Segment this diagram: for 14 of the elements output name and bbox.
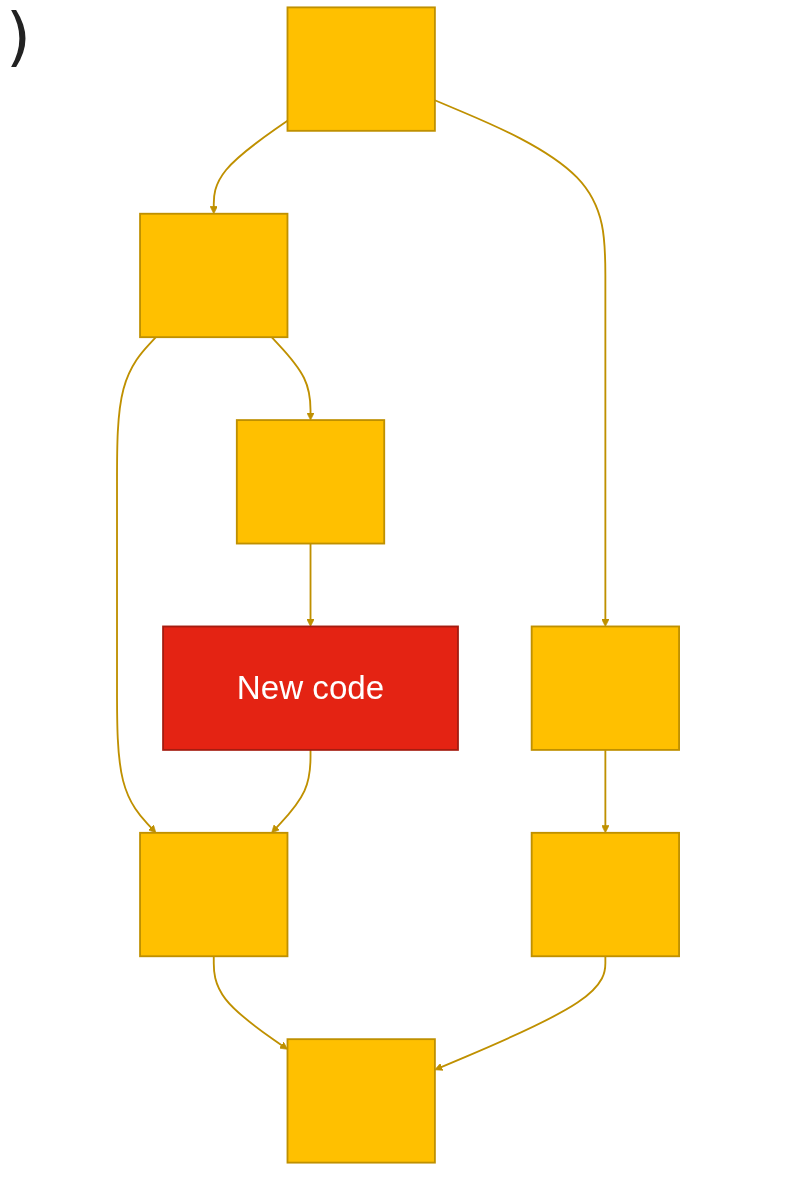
arrow bbox=[601, 749, 610, 834]
node-box bbox=[139, 212, 289, 339]
node-box bbox=[287, 1038, 437, 1164]
arrow bbox=[271, 749, 312, 834]
text-fragment: ) bbox=[6, 0, 31, 74]
node-box bbox=[531, 831, 681, 958]
node-box bbox=[287, 6, 437, 132]
arrow bbox=[306, 542, 316, 627]
node-box bbox=[236, 419, 386, 545]
arrow bbox=[116, 336, 158, 834]
node-box bbox=[531, 625, 681, 751]
node-box bbox=[139, 831, 289, 958]
arrow bbox=[271, 336, 316, 421]
node-box: New code bbox=[162, 625, 460, 751]
